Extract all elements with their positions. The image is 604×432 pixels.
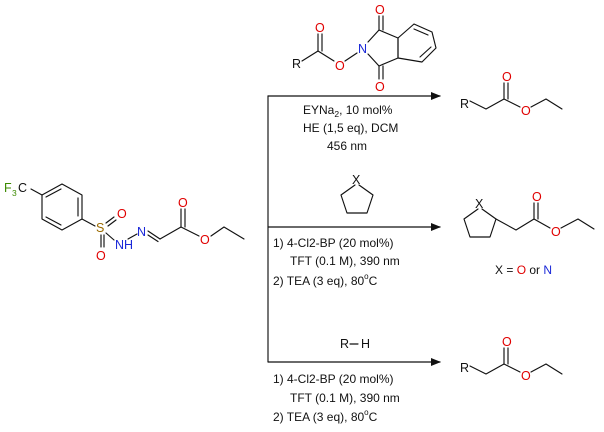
imine-nitrogen: N bbox=[137, 225, 146, 239]
ethyl-chain bbox=[210, 226, 245, 240]
reagent1-link-oxygen: O bbox=[335, 59, 345, 73]
aryl-ring bbox=[41, 183, 83, 231]
r-carbonyl-bond bbox=[301, 50, 319, 62]
product3-carbonyl-oxygen: O bbox=[502, 335, 512, 349]
heteroatom-note: X = O or N bbox=[495, 263, 552, 277]
product1-r-label: R bbox=[460, 97, 469, 111]
cf3-f-atom: F bbox=[4, 181, 12, 195]
nh-n-bond bbox=[127, 233, 138, 240]
reaction2-conditions: 1) 4-Cl2-BP (20 mol%) TFT (0.1 M), 390 n… bbox=[273, 236, 400, 288]
n-c-double-bond bbox=[147, 230, 161, 240]
reaction2-condition-line2: TFT (0.1 M), 390 nm bbox=[290, 254, 400, 268]
cf3-ring-bond bbox=[30, 188, 43, 196]
reaction3-conditions: 1) 4-Cl2-BP (20 mol%) TFT (0.1 M), 390 n… bbox=[273, 372, 400, 424]
heterocycle-reagent: X bbox=[340, 173, 374, 214]
nh-nitrogen: N bbox=[115, 238, 124, 252]
reagent3-r-label: R bbox=[340, 337, 349, 351]
heterocycle-x-label: X bbox=[352, 173, 361, 187]
reagent1-r-label: R bbox=[292, 57, 301, 71]
starting-material-hydrazone: F 3 C S O O N H N O bbox=[4, 181, 245, 263]
reaction1-condition-line3: 456 nm bbox=[327, 139, 367, 153]
reaction1-condition-line1: EYNa2, 10 mol% bbox=[303, 103, 393, 119]
product2-carbonyl-oxygen: O bbox=[532, 190, 542, 204]
cf3-c-atom: C bbox=[18, 181, 27, 195]
reaction3-condition-line3: 2) TEA (3 eq), 80oC bbox=[273, 408, 378, 424]
reaction3-condition-line2: TFT (0.1 M), 390 nm bbox=[290, 391, 400, 405]
alkane-reagent: R H bbox=[340, 337, 370, 351]
reaction1-condition-line2: HE (1,5 eq), DCM bbox=[303, 121, 398, 135]
imide-oxygen-top: O bbox=[375, 3, 385, 17]
imide-oxygen-bottom: O bbox=[375, 80, 385, 94]
nh-hydrogen: H bbox=[124, 238, 133, 252]
aryl-sulfur-bond bbox=[81, 218, 96, 227]
reaction2-product: X O O bbox=[463, 190, 595, 239]
product2-ester-oxygen: O bbox=[551, 225, 561, 239]
sulfur-atom: S bbox=[96, 221, 104, 235]
carbonyl-oxygen: O bbox=[178, 196, 188, 210]
sulfonyl-oxygen-2: O bbox=[96, 249, 106, 263]
cf3-group-label: F 3 C bbox=[4, 181, 27, 198]
s-o-double-bond-1 bbox=[105, 216, 115, 224]
s-nh-bond bbox=[105, 232, 115, 241]
reaction1-conditions: EYNa2, 10 mol% HE (1,5 eq), DCM 456 nm bbox=[303, 103, 398, 153]
c-o-ester-bond bbox=[180, 226, 200, 237]
product1-carbonyl-oxygen: O bbox=[502, 70, 512, 84]
reaction1-product: R O O bbox=[460, 70, 563, 118]
product2-x-label: X bbox=[475, 197, 484, 211]
sulfonyl-oxygen-1: O bbox=[117, 207, 127, 221]
product3-r-label: R bbox=[460, 361, 469, 375]
product3-ester-oxygen: O bbox=[521, 369, 531, 383]
reaction3-product: R O O bbox=[460, 335, 563, 383]
nhpi-ester-reagent: R O O N O O bbox=[292, 3, 437, 94]
phthalimide-nitrogen: N bbox=[358, 42, 367, 56]
reaction2-condition-line3: 2) TEA (3 eq), 80oC bbox=[273, 272, 378, 288]
reagent3-h-label: H bbox=[361, 337, 370, 351]
reagent1-carbonyl-oxygen: O bbox=[315, 21, 325, 35]
product1-ester-oxygen: O bbox=[521, 104, 531, 118]
ester-oxygen: O bbox=[200, 233, 210, 247]
c-carbonyl-bond bbox=[159, 226, 182, 240]
cf3-subscript: 3 bbox=[12, 188, 17, 198]
reaction2-condition-line1: 1) 4-Cl2-BP (20 mol%) bbox=[273, 236, 393, 250]
reaction3-condition-line1: 1) 4-Cl2-BP (20 mol%) bbox=[273, 372, 393, 386]
